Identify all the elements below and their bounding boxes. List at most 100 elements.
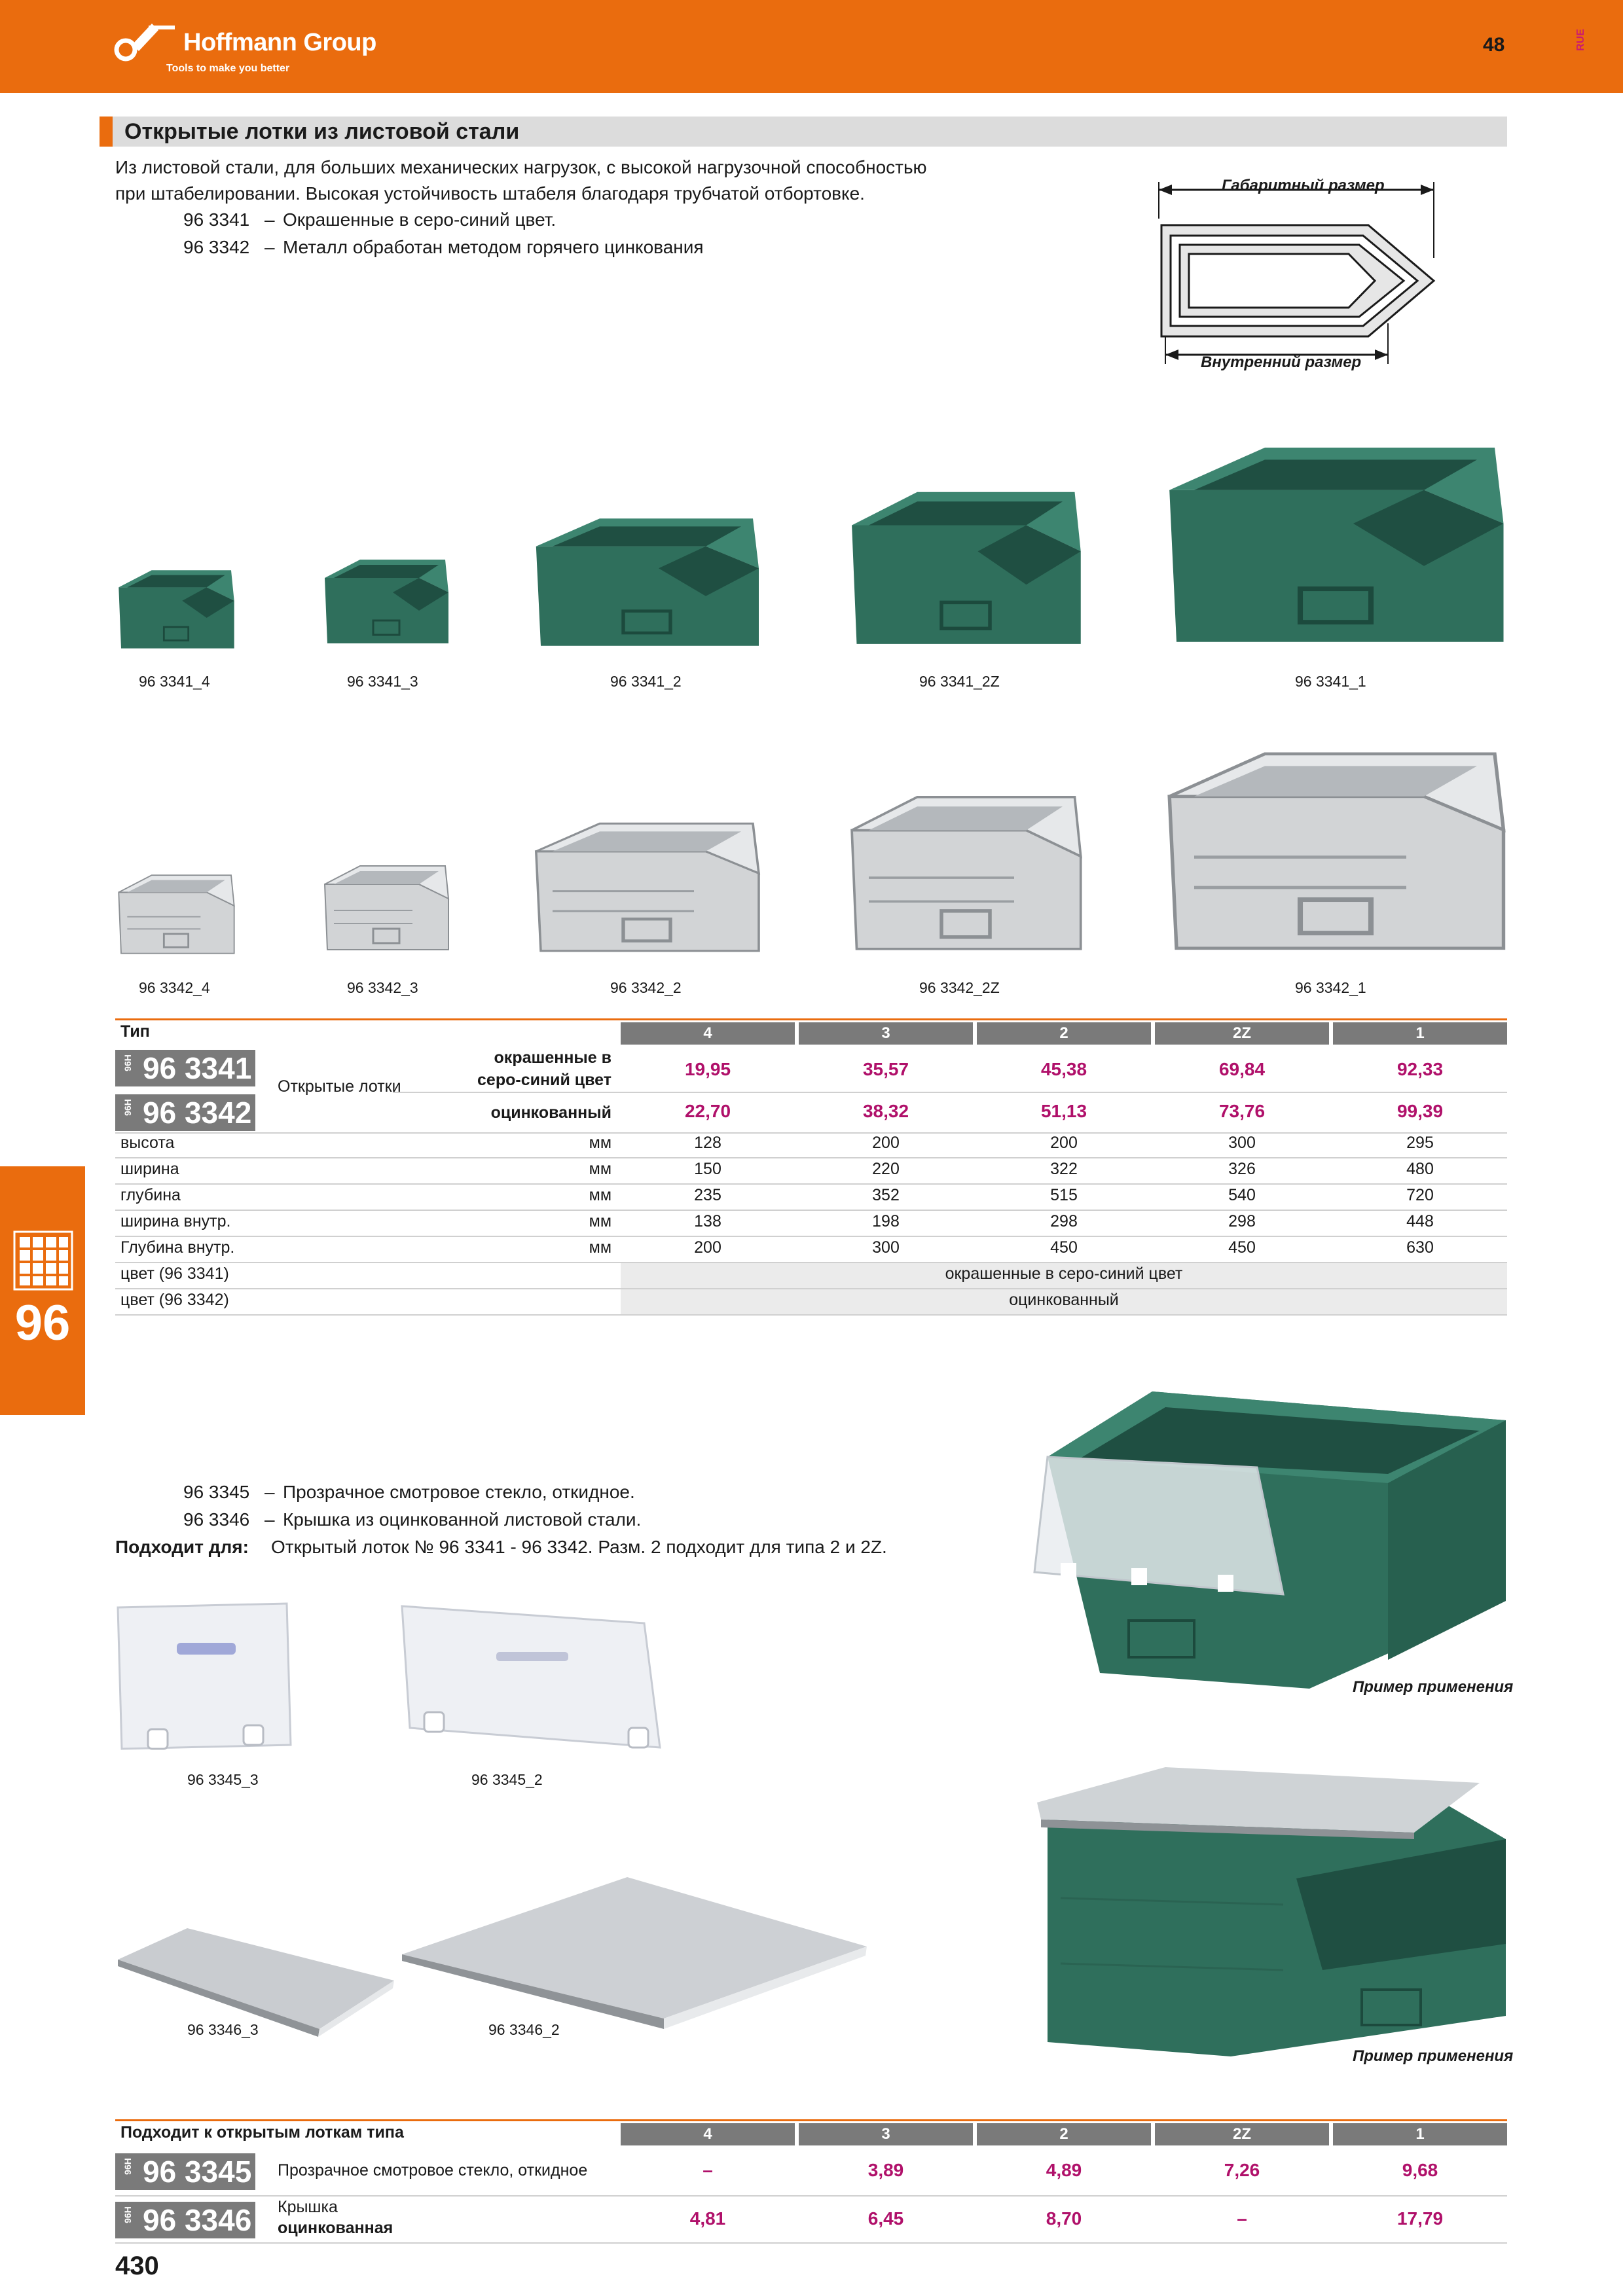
caption-zinc-3: 96 3342_3 — [347, 979, 418, 996]
price-963345-1: 9,68 — [1402, 2160, 1438, 2180]
article-number-badge-963346: 96H 96 3346 — [115, 2202, 255, 2238]
caption-green-3: 96 3341_3 — [347, 673, 418, 690]
accessory-2-text: Крышка из оцинкованной листовой стали. — [283, 1509, 642, 1530]
spec-label: ширина — [120, 1160, 179, 1178]
spec-label: Глубина внутр. — [120, 1238, 235, 1257]
brand-name: Hoffmann Group — [183, 29, 376, 56]
spec-value: 235 — [694, 1186, 721, 1204]
article-prefix: 96H — [122, 2158, 133, 2175]
viewing-window-size-2-image — [401, 1605, 661, 1749]
outer-dimension-label: Габаритный размер — [1222, 177, 1385, 194]
price-963342-1: 99,39 — [1396, 1101, 1444, 1121]
article-name-963346-line2: оцинкованная — [278, 2219, 393, 2237]
variant-1-label-line2: серо-синий цвет — [477, 1071, 611, 1089]
caption-lid-3: 96 3346_3 — [187, 2021, 259, 2038]
article-number-badge-963341: 96H 96 3341 — [115, 1050, 255, 1086]
spec-unit: мм — [589, 1134, 611, 1152]
spec-value: 540 — [1228, 1186, 1256, 1204]
hoffmann-logo-icon — [114, 24, 175, 62]
variant-2-text: Металл обработан методом горячего цинков… — [283, 237, 704, 257]
price-963341-3: 35,57 — [862, 1059, 909, 1079]
bin-zinc-size-2z-image — [850, 795, 1082, 950]
row-divider — [115, 1132, 1507, 1134]
spec-value: 298 — [1228, 1212, 1256, 1230]
spec-value: 480 — [1406, 1160, 1434, 1178]
caption-zinc-1: 96 3342_1 — [1295, 979, 1366, 996]
price-963346-2z: – — [1237, 2208, 1247, 2229]
variant-line-1: 96 3341–Окрашенные в серо-синий цвет. — [183, 207, 556, 233]
section-title: Открытые лотки из листовой стали — [124, 119, 520, 144]
price-963342-3: 38,32 — [862, 1101, 909, 1121]
caption-zinc-4: 96 3342_4 — [139, 979, 210, 996]
spec-label: ширина внутр. — [120, 1212, 231, 1230]
grid-icon — [13, 1230, 73, 1291]
row-divider — [115, 1314, 1507, 1316]
table-1-top-rule — [115, 1018, 1507, 1020]
bin-zinc-size-2-image — [534, 822, 761, 952]
spec-unit: мм — [589, 1238, 611, 1257]
spec-unit: мм — [589, 1186, 611, 1204]
price-963341-4: 19,95 — [684, 1059, 731, 1079]
caption-green-4: 96 3341_4 — [139, 673, 210, 690]
lid-size-3-image — [118, 1928, 394, 2037]
bin-green-size-2-image — [536, 518, 759, 646]
col-header-2: 2 — [977, 1022, 1151, 1045]
fits-type-header: Подходит к открытым лоткам типа — [120, 2123, 404, 2142]
variant-1-code: 96 3341 — [183, 209, 250, 230]
spec-value: 300 — [872, 1238, 900, 1257]
row-divider — [115, 1210, 1507, 1211]
chapter-number: 96 — [14, 1295, 71, 1351]
price-963341-2: 45,38 — [1040, 1059, 1087, 1079]
article-name-963345: Прозрачное смотровое стекло, откидное — [278, 2161, 588, 2179]
variant-1-dash: – — [264, 209, 275, 230]
spec-value: 448 — [1406, 1212, 1434, 1230]
caption-green-2z: 96 3341_2Z — [919, 673, 1000, 690]
caption-zinc-2: 96 3342_2 — [610, 979, 682, 996]
price-963342-2z: 73,76 — [1218, 1101, 1266, 1121]
spec-value: 300 — [1228, 1134, 1256, 1152]
price-963346-2: 8,70 — [1046, 2208, 1082, 2229]
caption-zinc-2z: 96 3342_2Z — [919, 979, 1000, 996]
article-number: 96 3346 — [143, 2203, 252, 2237]
bin-green-size-3-image — [325, 560, 448, 643]
article-prefix: 96H — [122, 2206, 133, 2223]
accessory-1-dash: – — [264, 1482, 275, 1502]
variant-1-label-line1: окрашенные в — [494, 1049, 611, 1067]
row-divider — [115, 2195, 1507, 2197]
language-code: RUE — [1575, 29, 1586, 51]
article-number: 96 3341 — [143, 1051, 252, 1085]
price-963346-4: 4,81 — [689, 2208, 726, 2229]
col-header-4: 4 — [621, 2123, 795, 2145]
catalog-page-number: 48 — [1483, 34, 1505, 56]
spec-value: 200 — [1050, 1134, 1078, 1152]
price-963345-4: – — [702, 2160, 713, 2180]
application-example-window-image — [1033, 1391, 1506, 1689]
color-row-2-shading — [621, 1289, 1507, 1314]
price-963342-2: 51,13 — [1040, 1101, 1087, 1121]
variant-line-2: 96 3342–Металл обработан методом горячег… — [183, 234, 704, 260]
spec-value: 326 — [1228, 1160, 1256, 1178]
accessory-1-text: Прозрачное смотровое стекло, откидное. — [283, 1482, 635, 1502]
bin-green-size-1-image — [1169, 447, 1504, 642]
row-divider — [115, 2242, 1507, 2244]
spec-value: 150 — [694, 1160, 721, 1178]
bin-green-size-4-image — [119, 570, 234, 649]
spec-value: 322 — [1050, 1160, 1078, 1178]
article-prefix: 96H — [122, 1054, 133, 1071]
row-divider — [115, 1236, 1507, 1237]
col-header-2z: 2Z — [1155, 1022, 1329, 1045]
caption-window-3: 96 3345_3 — [187, 1771, 259, 1788]
intro-line-2: при штабелировании. Высокая устойчивость… — [115, 183, 865, 204]
spec-value: 450 — [1228, 1238, 1256, 1257]
intro-line-1: Из листовой стали, для больших механичес… — [115, 157, 927, 177]
spec-value: 200 — [694, 1238, 721, 1257]
price-963346-3: 6,45 — [867, 2208, 904, 2229]
application-example-label-2: Пример применения — [1353, 2047, 1514, 2065]
color-row-1-shading — [621, 1263, 1507, 1288]
row-divider — [115, 1183, 1507, 1185]
fits-for-label: Подходит для: — [115, 1537, 249, 1557]
spec-label: глубина — [120, 1186, 181, 1204]
footer-page-number: 430 — [115, 2251, 159, 2280]
article-prefix: 96H — [122, 1099, 133, 1116]
bin-green-size-2z-image — [852, 492, 1081, 644]
